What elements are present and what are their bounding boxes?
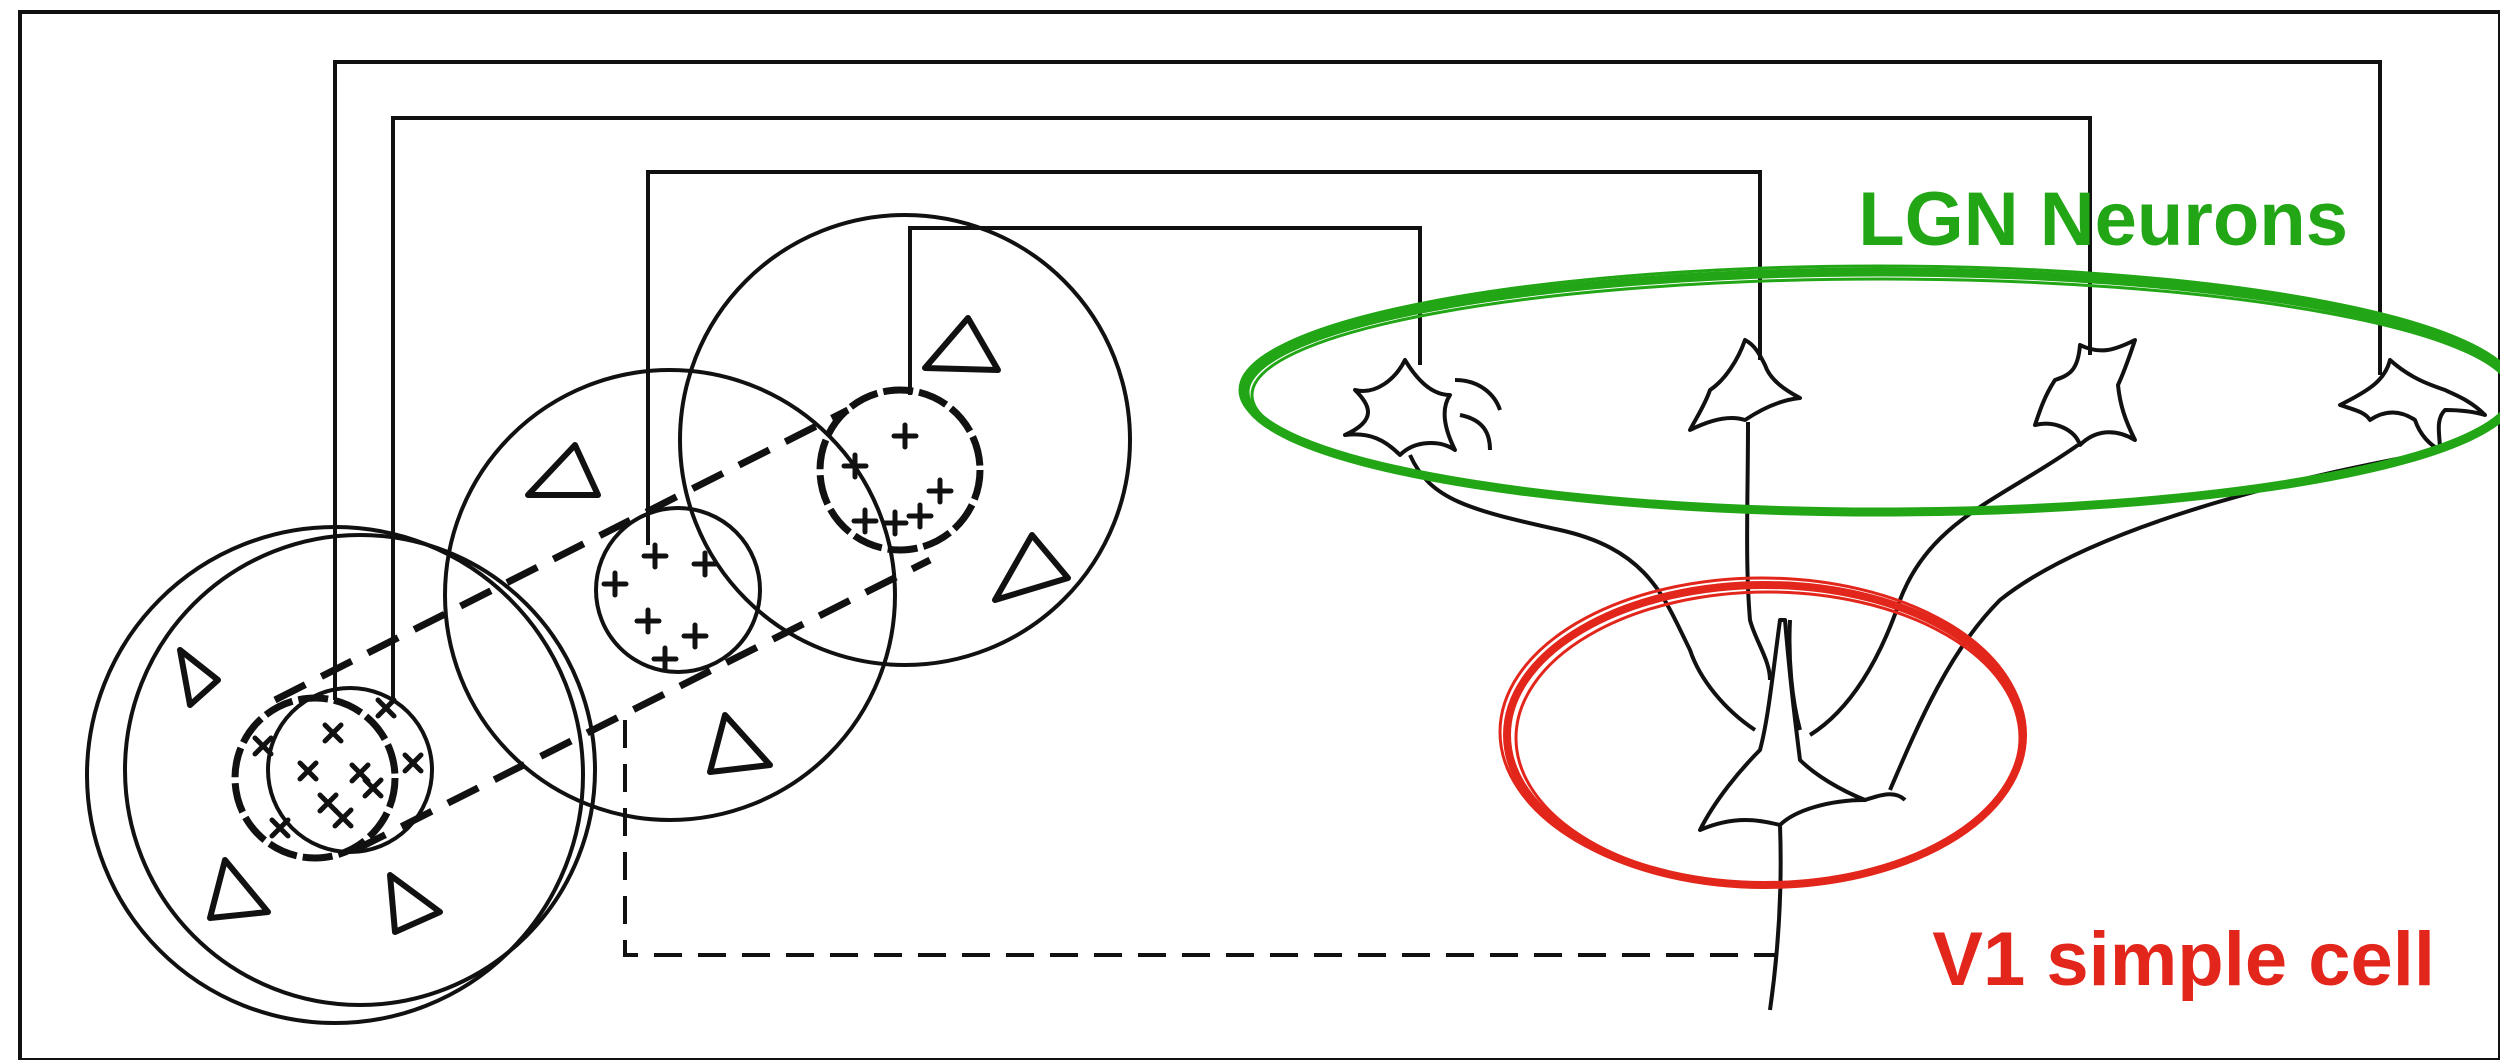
surround-triangles [177, 315, 1071, 935]
lgn-neuron-2 [1688, 338, 1802, 432]
receptive-field-bar [273, 406, 932, 854]
rf-3-surround [678, 213, 1132, 667]
rf-2-surround [443, 368, 897, 822]
rf-1b-center [266, 686, 434, 854]
v1-dashed-connection [623, 720, 1775, 957]
rf-1b-surround [123, 533, 597, 1007]
diagram-frame [18, 10, 2500, 1060]
lgn-wiring [333, 60, 2382, 700]
lgn-neuron-1 [1343, 358, 1457, 457]
v1-ellipse-group [1498, 576, 2027, 889]
lgn-ellipse-group [1238, 264, 2500, 517]
rf-2-center [594, 506, 762, 674]
lgn-neuron-3 [2033, 338, 2137, 447]
lgn-neurons [1343, 338, 2487, 457]
center-signs [252, 422, 954, 839]
rf-3-center [816, 386, 984, 554]
lgn-neurons-label: LGN Neurons [1858, 177, 2348, 262]
v1-simple-cell-label: V1 simple cell [1932, 917, 2435, 1002]
receptive-fields [85, 213, 1132, 1025]
lgn-axons [1408, 421, 2436, 791]
v1-neuron [1698, 618, 1907, 1011]
